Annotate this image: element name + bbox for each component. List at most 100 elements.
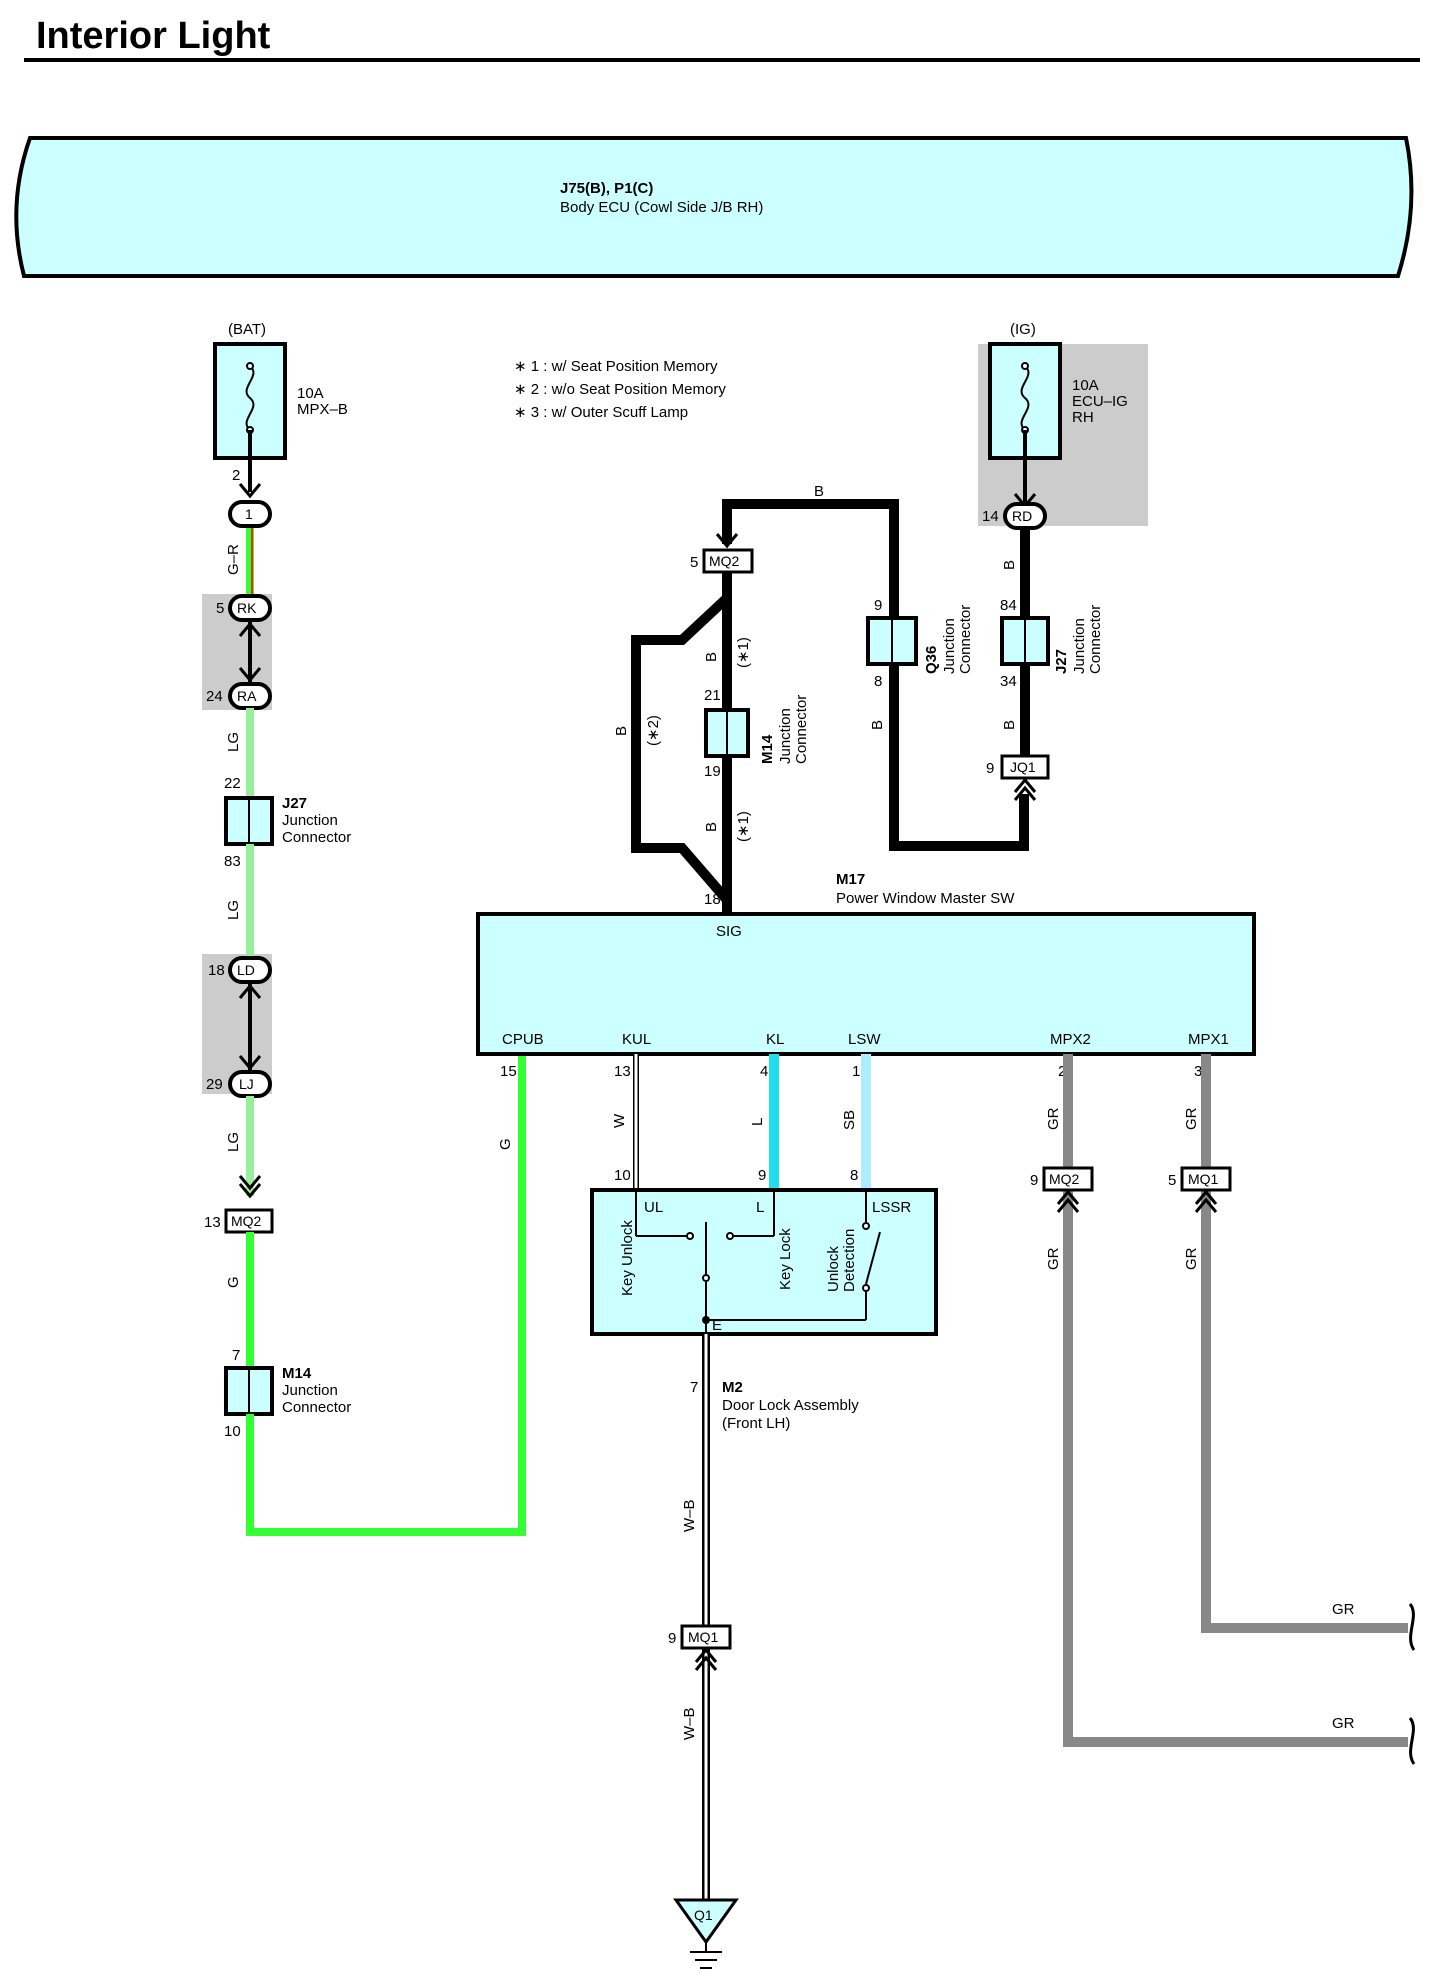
wire-label-star1: (∗1): [735, 811, 752, 842]
wire-label-gr: GR: [1332, 1601, 1355, 1618]
wire-label-star2: (∗2): [645, 715, 662, 746]
pin-label: 18: [208, 962, 225, 979]
fuse-mpx-b-icon: [245, 365, 255, 431]
wire-label-gr: GR: [1183, 1107, 1200, 1130]
fuse-bat-name: MPX–B: [297, 401, 348, 418]
switch-contact: [726, 1232, 734, 1240]
pin-label: 24: [206, 688, 223, 705]
connector-label: MQ2: [231, 1213, 262, 1229]
arrow-icon: [238, 483, 262, 499]
pin-label: 2: [1058, 1063, 1066, 1080]
arrow-icon: [238, 1175, 262, 1191]
m2-key-unlock: Key Unlock: [619, 1220, 636, 1296]
m17-cpub: CPUB: [502, 1031, 544, 1048]
connector-label: 1: [245, 506, 253, 522]
fuse-terminal: [246, 362, 254, 370]
pin-label: 9: [874, 597, 882, 614]
m17-lsw: LSW: [848, 1031, 881, 1048]
wire-g-return: [246, 1054, 526, 1536]
wire-label-gr: GR: [1045, 1247, 1062, 1270]
wire-label-lg: LG: [225, 900, 242, 920]
pin-label: 10: [614, 1167, 631, 1184]
pin-label: 8: [874, 673, 882, 690]
m2-key-lock: Key Lock: [777, 1228, 794, 1290]
note-3: ∗ 3 : w/ Outer Scuff Lamp: [514, 404, 688, 421]
wire-label-g-r: G–R: [225, 544, 242, 575]
m2-name2: (Front LH): [722, 1415, 790, 1432]
ecu-name-label: Body ECU (Cowl Side J/B RH): [560, 199, 763, 216]
connector-label: MQ1: [688, 1629, 719, 1645]
arrow-icon: [694, 1647, 718, 1663]
wire-label-w: W: [611, 1113, 628, 1128]
wire-b-bypass: [631, 594, 731, 904]
junction-line1: Junction: [282, 812, 338, 829]
pin-label: 21: [704, 687, 721, 704]
arrow-icon: [1013, 777, 1037, 793]
ig-source-label: (IG): [1010, 321, 1036, 338]
wire-label-gr: GR: [1045, 1107, 1062, 1130]
wire-label-b: B: [869, 720, 886, 730]
ecu-connector-label: J75(B), P1(C): [560, 180, 653, 197]
pin-label: 15: [500, 1063, 517, 1080]
junction-line2: Connector: [793, 695, 810, 764]
m2-e: E: [712, 1317, 722, 1334]
pin-label: 83: [224, 853, 241, 870]
wire-label-g: G: [225, 1276, 242, 1288]
junction-code: J27: [282, 795, 307, 812]
junction-line2: Connector: [1087, 605, 1104, 674]
m17-name: Power Window Master SW: [836, 890, 1015, 907]
pin-label: 22: [224, 775, 241, 792]
connector-label: LD: [237, 962, 255, 978]
break-mark-icon: [1408, 1717, 1416, 1765]
switch-contact: [862, 1284, 870, 1292]
pin-label: 29: [206, 1076, 223, 1093]
m17-code: M17: [836, 871, 865, 888]
arrow-icon: [1194, 1197, 1218, 1213]
wire-label-gr: GR: [1183, 1247, 1200, 1270]
connector-1: [228, 500, 272, 528]
arrow-icon: [238, 983, 262, 999]
pin-label: 9: [986, 760, 994, 777]
wire-gr-mpx1: [1201, 1054, 1408, 1633]
fuse-ecu-ig-icon: [1020, 365, 1030, 431]
pin-label: 9: [758, 1167, 766, 1184]
pin-label: 5: [690, 554, 698, 571]
pin-label: 9: [668, 1630, 676, 1647]
wire-label-l: L: [749, 1118, 766, 1126]
junction-line2: Connector: [957, 605, 974, 674]
arrow-icon: [694, 1655, 718, 1671]
wire-label-wb: W–B: [681, 1707, 698, 1740]
connector-label: RD: [1012, 508, 1032, 524]
wire-label-star1: (∗1): [735, 637, 752, 668]
wire-label-lg: LG: [225, 1132, 242, 1152]
wire-label-b: B: [814, 483, 824, 500]
m17-box: [476, 912, 1256, 1056]
pin-label: 13: [204, 1214, 221, 1231]
junction-code: Q36: [923, 646, 940, 674]
m17-kul: KUL: [622, 1031, 651, 1048]
connector-label: JQ1: [1010, 759, 1036, 775]
connector-label: RK: [237, 600, 257, 616]
arrow-icon: [238, 667, 262, 683]
note-2: ∗ 2 : w/o Seat Position Memory: [514, 381, 726, 398]
fuse-ig-amp: 10A: [1072, 377, 1099, 394]
ground-point-q1: [673, 1898, 739, 1945]
junction-line1: Junction: [941, 618, 958, 674]
wire-label-wb: W–B: [681, 1499, 698, 1532]
fuse-ig-name1: ECU–IG: [1072, 393, 1128, 410]
fuse-bat-amp: 10A: [297, 385, 324, 402]
wire-b-loop: [722, 499, 1029, 851]
pin-label: 5: [216, 600, 224, 617]
bat-source-label: (BAT): [228, 321, 266, 338]
pin-label: 10: [224, 1423, 241, 1440]
pin-label: 3: [1194, 1063, 1202, 1080]
m2-unlock-detect1: Unlock: [825, 1246, 842, 1292]
fuse-ig-name2: RH: [1072, 409, 1094, 426]
junction-code: M14: [759, 734, 776, 764]
wire-label-g: G: [497, 1138, 514, 1150]
connector-label: MQ2: [1049, 1171, 1080, 1187]
switch-lever: [865, 1231, 881, 1285]
m2-l: L: [756, 1199, 764, 1216]
break-mark-icon: [1408, 1603, 1416, 1651]
wire-label-b: B: [703, 822, 720, 832]
